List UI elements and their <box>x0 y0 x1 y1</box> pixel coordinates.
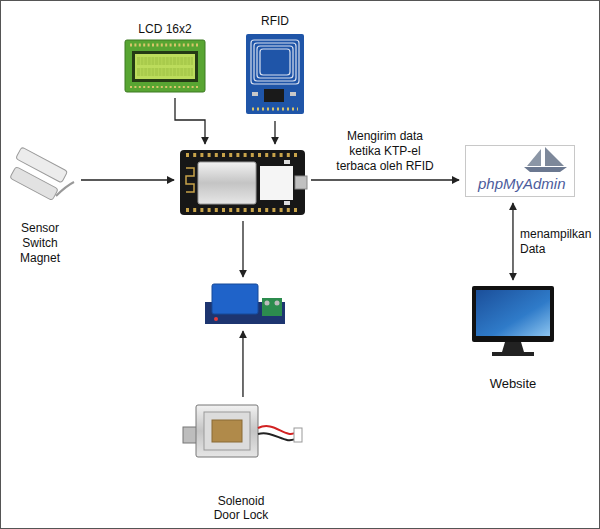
monitor-base <box>492 352 534 356</box>
sensor-bar <box>10 166 58 200</box>
board-shield <box>198 162 256 204</box>
board-button <box>284 160 290 164</box>
microcontroller-board <box>180 150 305 215</box>
connector-arrow <box>81 179 174 180</box>
logo-sail <box>545 147 564 166</box>
board-button <box>284 201 290 205</box>
connector-arrow <box>274 121 275 144</box>
connector-group <box>81 98 513 397</box>
board-pins <box>186 208 300 212</box>
relay-screw <box>265 301 270 306</box>
connector-arrow <box>311 179 459 180</box>
monitor-frame <box>472 286 554 342</box>
edge-label: Mengirim data ketika KTP-el terbaca oleh… <box>332 129 438 174</box>
relay-led <box>214 317 218 321</box>
sensor-cable <box>56 182 74 196</box>
board-sticker <box>260 166 293 200</box>
lcd-bezel <box>132 51 198 82</box>
node-caption: Solenoid Door Lock <box>206 494 276 522</box>
website-monitor: Website <box>472 286 554 356</box>
board-usb <box>295 176 307 189</box>
lcd-pins <box>130 44 200 47</box>
solenoid-lock: Solenoid Door Lock <box>180 403 302 468</box>
monitor-screen <box>476 290 550 336</box>
edge-label: menampilkan Data <box>520 227 594 257</box>
rfid-part <box>290 92 296 96</box>
connector-arrow <box>512 203 513 280</box>
node-caption: Website <box>472 376 554 392</box>
rfid-reader: RFID <box>245 33 305 115</box>
lcd-board <box>125 40 205 92</box>
solenoid-plunger <box>183 427 197 443</box>
board-pins <box>186 153 300 157</box>
logo-hull <box>524 167 567 172</box>
magnet-sensor: Sensor Switch Magnet <box>5 145 75 215</box>
relay-box <box>212 284 258 314</box>
solenoid-connector <box>294 428 302 442</box>
connector-arrow <box>175 98 205 144</box>
solenoid-coil <box>212 420 242 442</box>
solenoid-body <box>196 405 258 457</box>
lcd-cells <box>137 68 193 76</box>
relay-screw <box>275 301 280 306</box>
lcd-pins <box>130 86 200 88</box>
node-caption: Sensor Switch Magnet <box>10 221 70 266</box>
solenoid-wire <box>258 433 297 440</box>
node-caption: phpMyAdmin <box>478 175 566 192</box>
connector-arrow <box>242 331 243 397</box>
monitor-stand <box>502 342 524 352</box>
logo-sail <box>527 149 541 166</box>
node-caption: RFID <box>245 14 305 28</box>
rfid-board <box>246 34 304 114</box>
rfid-antenna <box>257 46 293 78</box>
node-caption: LCD 16x2 <box>135 22 195 36</box>
lcd-cells <box>137 57 193 65</box>
board-pcb <box>180 150 305 215</box>
database-logo: phpMyAdmin <box>465 145 575 197</box>
rfid-antenna <box>251 40 299 84</box>
relay-module <box>205 283 285 325</box>
lcd-screen <box>135 54 195 79</box>
rfid-antenna <box>254 43 296 81</box>
solenoid-frame <box>204 412 250 450</box>
rfid-part <box>252 92 258 96</box>
rfid-antenna <box>260 49 290 75</box>
relay-terminal <box>262 298 282 316</box>
connector-arrow <box>242 221 243 277</box>
rfid-pins <box>252 108 298 111</box>
lcd-module: LCD 16x2 <box>125 40 205 92</box>
rfid-chip <box>264 89 284 102</box>
board-antenna <box>186 168 194 192</box>
logo-ground <box>465 145 575 197</box>
